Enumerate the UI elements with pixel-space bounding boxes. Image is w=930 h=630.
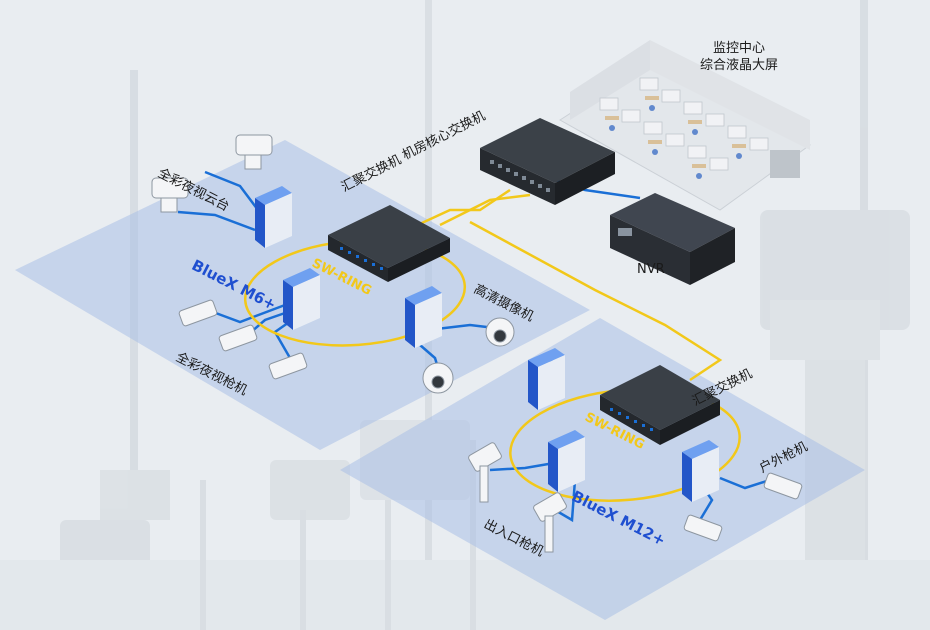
entrance-camera-2 (533, 492, 567, 553)
agg-switch-top-device (328, 205, 450, 282)
monitor-center-label: 监控中心 综合液晶大屏 (700, 40, 778, 74)
bluex-switch-2 (283, 268, 320, 330)
monitor-center-line1: 监控中心 (713, 41, 766, 56)
bullet-camera-3 (268, 352, 308, 380)
ptz-camera-1 (235, 134, 273, 170)
zone-right-plane (340, 318, 865, 620)
outdoor-camera-2 (683, 514, 723, 542)
entrance-camera-1 (468, 442, 502, 503)
bluex-switch-3 (405, 286, 442, 348)
nvr-device (610, 193, 735, 285)
agg-switch-bottom-device (600, 365, 720, 445)
dome-camera-2 (422, 362, 454, 394)
bullet-camera-1 (178, 299, 218, 327)
core-switch-device (480, 118, 615, 205)
bullet-camera-2 (218, 324, 258, 352)
ptz-camera-2 (151, 177, 189, 213)
monitor-center-line2: 综合液晶大屏 (700, 58, 779, 73)
nvr-label: NVR (637, 262, 665, 277)
bluex-switch-5 (548, 430, 585, 492)
bluex-switch-4 (528, 348, 565, 410)
bluex-switches (255, 186, 719, 502)
outdoor-camera-1 (763, 472, 803, 500)
bluex-switch-6 (682, 440, 719, 502)
dome-camera-1 (485, 317, 515, 347)
bluex-switch-1 (255, 186, 292, 248)
cameras (151, 134, 803, 553)
monitor-center-illustration (559, 40, 811, 211)
